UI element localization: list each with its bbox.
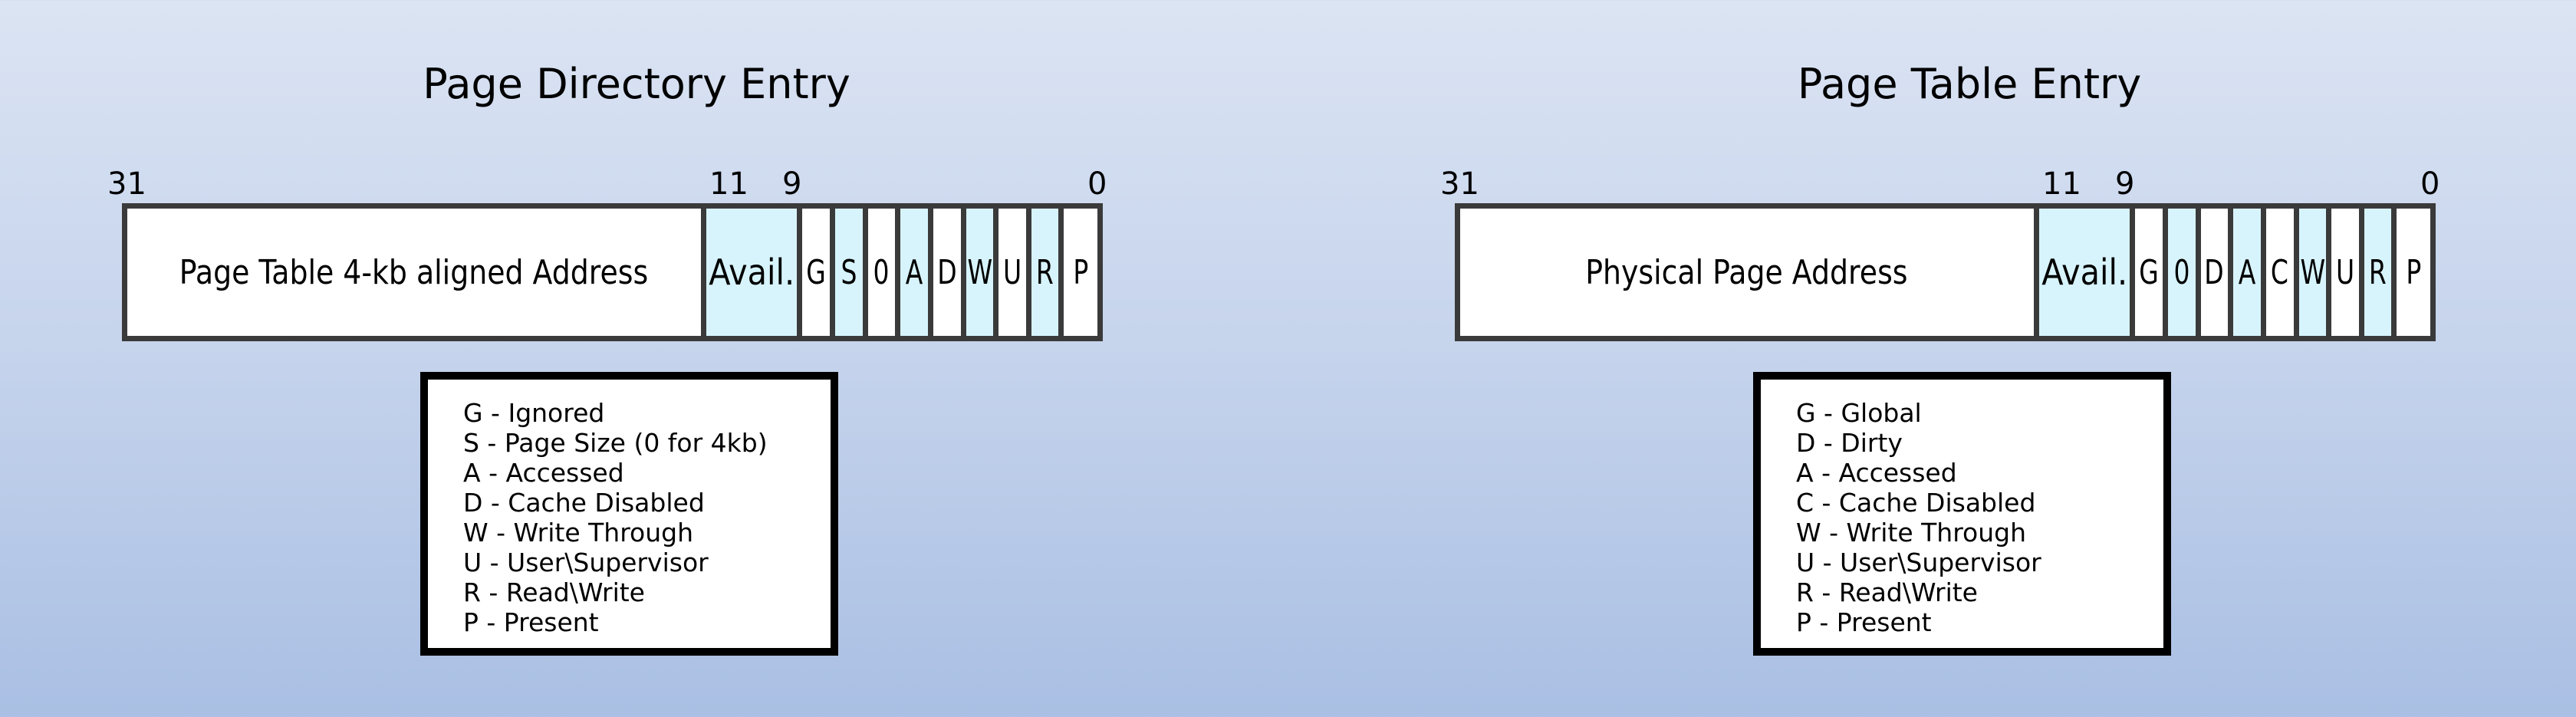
- pde-avail-label: Avail.: [708, 252, 795, 293]
- pte-legend-item: C - Cache Disabled: [1796, 488, 2036, 518]
- pde-title: Page Directory Entry: [423, 60, 850, 108]
- pde-bit-31: 31: [107, 166, 146, 202]
- pde-flag-a: A: [900, 209, 933, 336]
- page-table-entry-panel: Page Table Entry 31 11 9 0 Physical Page…: [1333, 0, 2576, 717]
- pde-flag-p: P: [1064, 209, 1097, 336]
- pde-legend-item: P - Present: [463, 607, 599, 637]
- pte-flag-0: 0: [2167, 209, 2201, 336]
- pte-bit-9: 9: [2115, 166, 2135, 202]
- pde-legend-item: R - Read\Write: [463, 577, 645, 607]
- pte-flag-g: G: [2135, 209, 2168, 336]
- pde-flag-g: G: [802, 209, 835, 336]
- pde-bitfield: Page Table 4-kb aligned Address Avail. G…: [122, 203, 1103, 341]
- pte-legend-item: A - Accessed: [1796, 458, 1957, 488]
- pde-bit-0: 0: [1087, 166, 1107, 202]
- pte-legend: G - Global D - Dirty A - Accessed C - Ca…: [1753, 372, 2171, 656]
- pte-flag-w: W: [2298, 209, 2332, 336]
- pte-bit-0: 0: [2420, 166, 2440, 202]
- pde-flag-0: 0: [867, 209, 901, 336]
- pde-legend: G - Ignored S - Page Size (0 for 4kb) A …: [420, 372, 838, 656]
- pte-legend-item: G - Global: [1796, 398, 1922, 428]
- pte-flag-p: P: [2397, 209, 2430, 336]
- pde-flag-d: D: [933, 209, 966, 336]
- pte-bit-11: 11: [2042, 166, 2081, 202]
- pde-avail-field: Avail.: [706, 209, 803, 336]
- pde-legend-item: A - Accessed: [463, 458, 624, 488]
- pte-legend-item: D - Dirty: [1796, 428, 1903, 458]
- pte-flag-c: C: [2265, 209, 2299, 336]
- pde-address-field: Page Table 4-kb aligned Address: [127, 209, 706, 336]
- pte-flag-d: D: [2200, 209, 2234, 336]
- pde-flag-r: R: [1031, 209, 1064, 336]
- pde-flag-s: S: [834, 209, 868, 336]
- pde-address-label: Page Table 4-kb aligned Address: [179, 252, 649, 292]
- page-directory-entry-panel: Page Directory Entry 31 11 9 0 Page Tabl…: [0, 0, 1273, 717]
- pde-legend-item: G - Ignored: [463, 398, 605, 428]
- pte-avail-field: Avail.: [2038, 209, 2136, 336]
- pte-bit-31: 31: [1440, 166, 1479, 202]
- pde-legend-item: S - Page Size (0 for 4kb): [463, 428, 768, 458]
- pde-legend-item: U - User\Supervisor: [463, 548, 709, 577]
- pte-address-label: Physical Page Address: [1585, 252, 1908, 292]
- pte-flag-r: R: [2364, 209, 2397, 336]
- pde-flag-u: U: [998, 209, 1031, 336]
- pte-flag-u: U: [2331, 209, 2364, 336]
- pte-title: Page Table Entry: [1797, 60, 2142, 108]
- pte-flag-a: A: [2233, 209, 2266, 336]
- pte-legend-item: P - Present: [1796, 607, 1932, 637]
- pte-avail-label: Avail.: [2041, 252, 2127, 293]
- pte-address-field: Physical Page Address: [1460, 209, 2039, 336]
- pte-bitfield: Physical Page Address Avail. G 0 D A C W…: [1455, 203, 2436, 341]
- pte-legend-item: U - User\Supervisor: [1796, 548, 2041, 577]
- pde-legend-item: W - Write Through: [463, 518, 694, 548]
- pte-legend-item: R - Read\Write: [1796, 577, 1978, 607]
- pde-legend-item: D - Cache Disabled: [463, 488, 705, 518]
- pde-flag-w: W: [966, 209, 999, 336]
- pde-bit-9: 9: [782, 166, 802, 202]
- pte-legend-item: W - Write Through: [1796, 518, 2027, 548]
- pde-bit-11: 11: [709, 166, 748, 202]
